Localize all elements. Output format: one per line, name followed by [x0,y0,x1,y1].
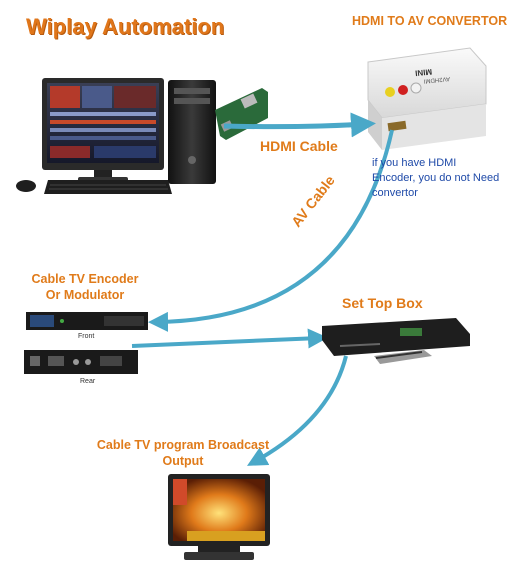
convertor-brand: MINI [415,67,433,78]
tv [168,474,270,560]
pc-monitor [42,78,164,182]
encoder-title: Cable TV Encoder Or Modulator [31,272,139,302]
encoder-rear [24,350,138,374]
settop-title: Set Top Box [342,295,423,311]
hdmi-cable [223,112,376,138]
encoder-stb-cable [131,328,328,349]
capture-card [215,88,268,140]
mouse [16,180,36,192]
av-cable [148,129,394,332]
set-top-box [322,318,470,356]
page-title: Wiplay Automation [26,14,225,39]
keyboard [44,180,172,194]
broadcast-cable [246,355,348,466]
convertor-title: HDMI TO AV CONVERTOR [352,14,508,28]
encoder-front [26,312,148,330]
convertor-model: AV2HDMI [423,75,450,84]
pc-tower [168,80,216,184]
hdmi-cable-label: HDMI Cable [260,138,338,154]
encoder-rear-label: Rear [80,378,96,385]
remote-control [374,350,432,364]
encoder-front-label: Front [78,333,95,340]
convertor-note: if you have HDMI Encoder, you do not Nee… [372,157,500,199]
hdmi-av-convertor: MINI AV2HDMI [367,47,487,150]
broadcast-title: Cable TV program Broadcast Output [96,438,270,468]
